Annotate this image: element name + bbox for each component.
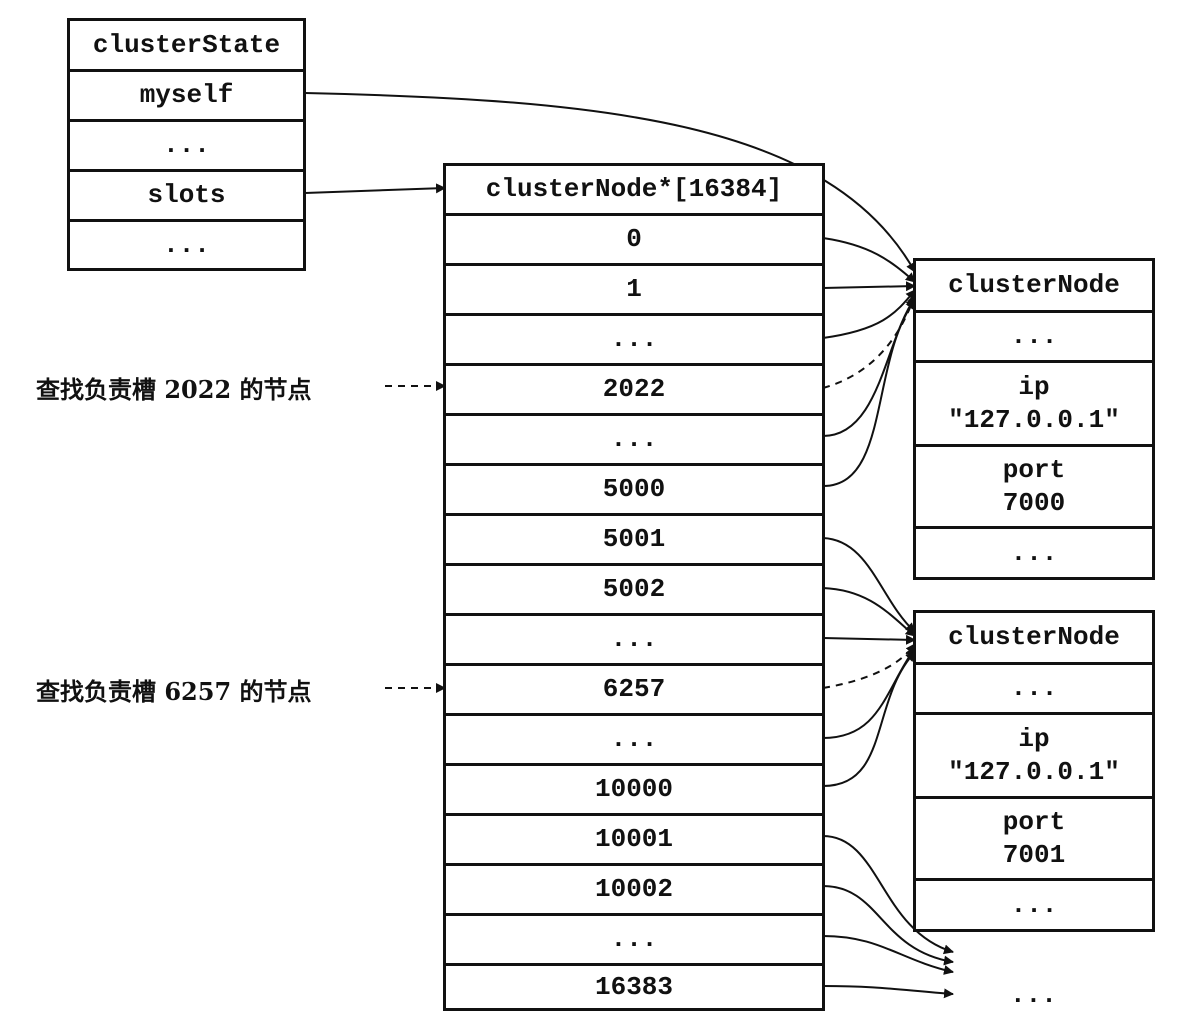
cluster-node-7001: clusterNode ... ip "127.0.0.1" port 7001…: [913, 610, 1155, 932]
slot-row: ...: [446, 716, 822, 766]
arrow-slot-16383: [822, 985, 954, 999]
node-header: clusterNode: [916, 261, 1152, 313]
ip-value: "127.0.0.1": [948, 404, 1120, 435]
slot-row: ...: [446, 616, 822, 666]
slot-row: ...: [446, 416, 822, 466]
arrow-slot-10000: [822, 651, 916, 787]
arrow-slot-5000: [822, 299, 916, 487]
slot-row: 5000: [446, 466, 822, 516]
node-field-ellipsis: ...: [916, 313, 1152, 363]
slot-row: 1: [446, 266, 822, 316]
port-label: port: [1002, 454, 1066, 485]
arrow-slots-to-array: [304, 183, 446, 194]
arrow-myself-to-node-7000: [304, 92, 916, 273]
node-field-ellipsis: ...: [916, 665, 1152, 715]
port-value: 7001: [1002, 839, 1066, 870]
node-field-ip: ip "127.0.0.1": [916, 363, 1152, 447]
port-value: 7000: [1002, 487, 1066, 518]
arrow-slot-0: [822, 237, 916, 283]
arrow-slot-6257: [822, 643, 916, 689]
slot-row: 16383: [594, 971, 673, 1002]
lookup-label-6257: 查找负责槽 6257 的节点: [36, 677, 312, 706]
field-slots: slots: [70, 172, 303, 222]
slots-array-header: clusterNode*[16384]: [446, 166, 822, 216]
arrow-slot-10002: [822, 885, 954, 966]
arrow-slot-ellipsis-a: [822, 289, 916, 339]
slot-row: 10000: [446, 766, 822, 816]
node-field-ellipsis: ...: [1010, 889, 1058, 920]
arrow-slot-5002: [822, 587, 916, 637]
slots-array-table: clusterNode*[16384] 0 1 ... 2022 ... 500…: [443, 163, 825, 1011]
node-field-port: port 7001: [916, 799, 1152, 881]
arrow-slot-1: [822, 281, 916, 292]
slot-row-6257: 6257: [446, 666, 822, 716]
ip-value: "127.0.0.1": [948, 756, 1120, 787]
arrow-slot-ellipsis-e: [822, 935, 954, 975]
node-field-ellipsis: ...: [1010, 537, 1058, 568]
node-header: clusterNode: [916, 613, 1152, 665]
field-ellipsis: ...: [70, 122, 303, 172]
ip-label: ip: [1018, 723, 1050, 754]
field-ellipsis: ...: [163, 229, 210, 260]
cluster-state-header: clusterState: [70, 21, 303, 72]
node-field-port: port 7000: [916, 447, 1152, 529]
slot-row: ...: [446, 316, 822, 366]
cluster-state-table: clusterState myself ... slots ...: [67, 18, 306, 271]
arrow-slot-5001: [822, 537, 916, 633]
cluster-node-7000: clusterNode ... ip "127.0.0.1" port 7000…: [913, 258, 1155, 580]
arrow-slot-ellipsis-c: [822, 634, 916, 645]
field-myself: myself: [70, 72, 303, 122]
slot-row-2022: 2022: [446, 366, 822, 416]
lookup-label-2022: 查找负责槽 2022 的节点: [36, 375, 312, 404]
arrow-slot-2022: [822, 293, 917, 389]
arrow-slot-ellipsis-d: [822, 647, 916, 739]
slot-row: 5002: [446, 566, 822, 616]
ip-label: ip: [1018, 371, 1050, 402]
arrow-slot-ellipsis-b: [822, 297, 916, 437]
other-nodes-ellipsis: ...: [1010, 980, 1057, 1010]
node-field-ip: ip "127.0.0.1": [916, 715, 1152, 799]
slot-row: 10002: [446, 866, 822, 916]
slot-row: 10001: [446, 816, 822, 866]
slot-row: ...: [446, 916, 822, 966]
slot-row: 5001: [446, 516, 822, 566]
port-label: port: [1002, 806, 1066, 837]
slot-row: 0: [446, 216, 822, 266]
arrow-slot-10001: [822, 835, 954, 955]
